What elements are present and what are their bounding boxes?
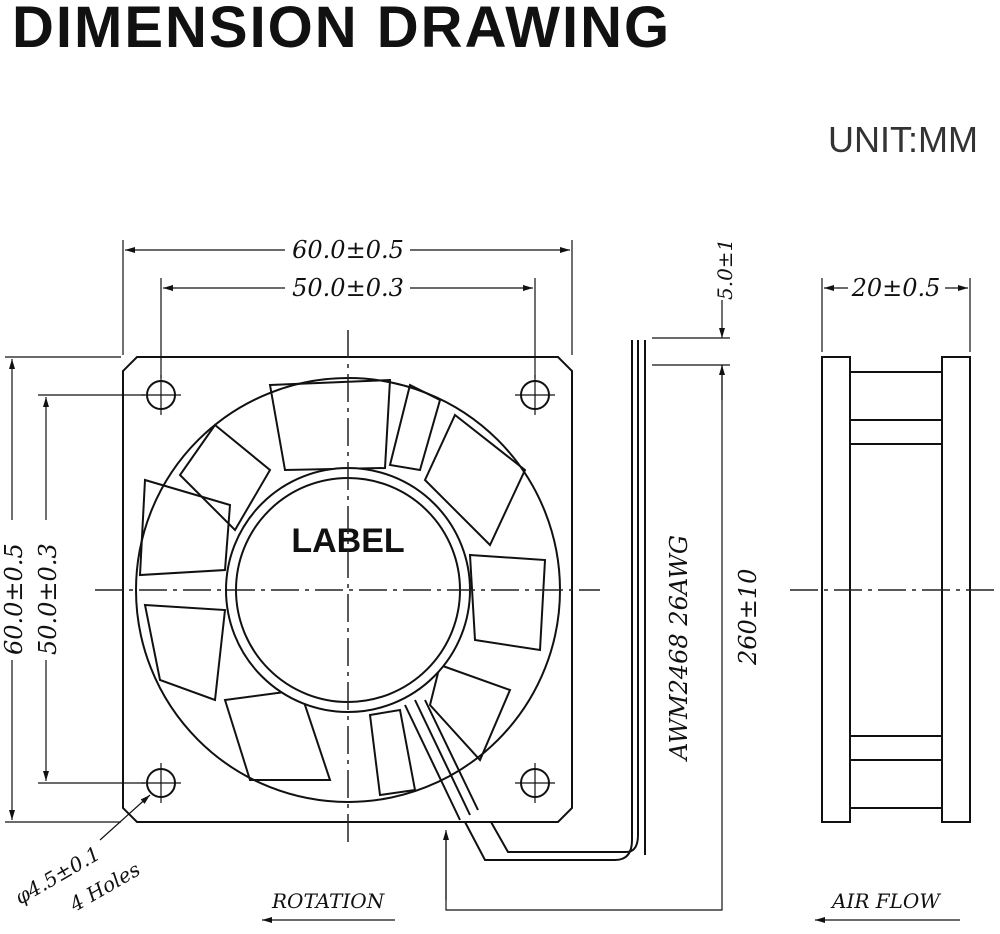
mounting-hole — [141, 375, 181, 415]
fan-side-view: 20±0.5 AIR FLOW — [790, 274, 1000, 923]
wire-length-dim: 260±10 — [734, 569, 762, 666]
height-holes-dim: 50.0±0.3 — [34, 543, 62, 655]
mounting-hole — [515, 375, 555, 415]
strip-length-dim: 5.0±1 — [713, 239, 737, 300]
airflow-label: AIR FLOW — [830, 889, 941, 913]
width-holes-dim: 50.0±0.3 — [292, 274, 404, 302]
fan-front-view: LABEL — [95, 330, 600, 845]
wire-spec: AWM2468 26AWG — [665, 535, 693, 762]
mounting-hole — [515, 763, 555, 803]
fan-blades — [138, 378, 547, 797]
rotation-label: ROTATION — [271, 889, 386, 913]
mounting-hole — [141, 763, 181, 803]
width-outer-dim: 60.0±0.5 — [292, 236, 404, 264]
lead-wire: 5.0±1 AWM2468 26AWG 260±10 — [443, 239, 762, 911]
unit-label: UNIT:MM — [828, 119, 978, 160]
page-title: DIMENSION DRAWING — [12, 0, 672, 60]
height-outer-dim: 60.0±0.5 — [0, 543, 28, 655]
thickness-dim: 20±0.5 — [851, 274, 941, 302]
